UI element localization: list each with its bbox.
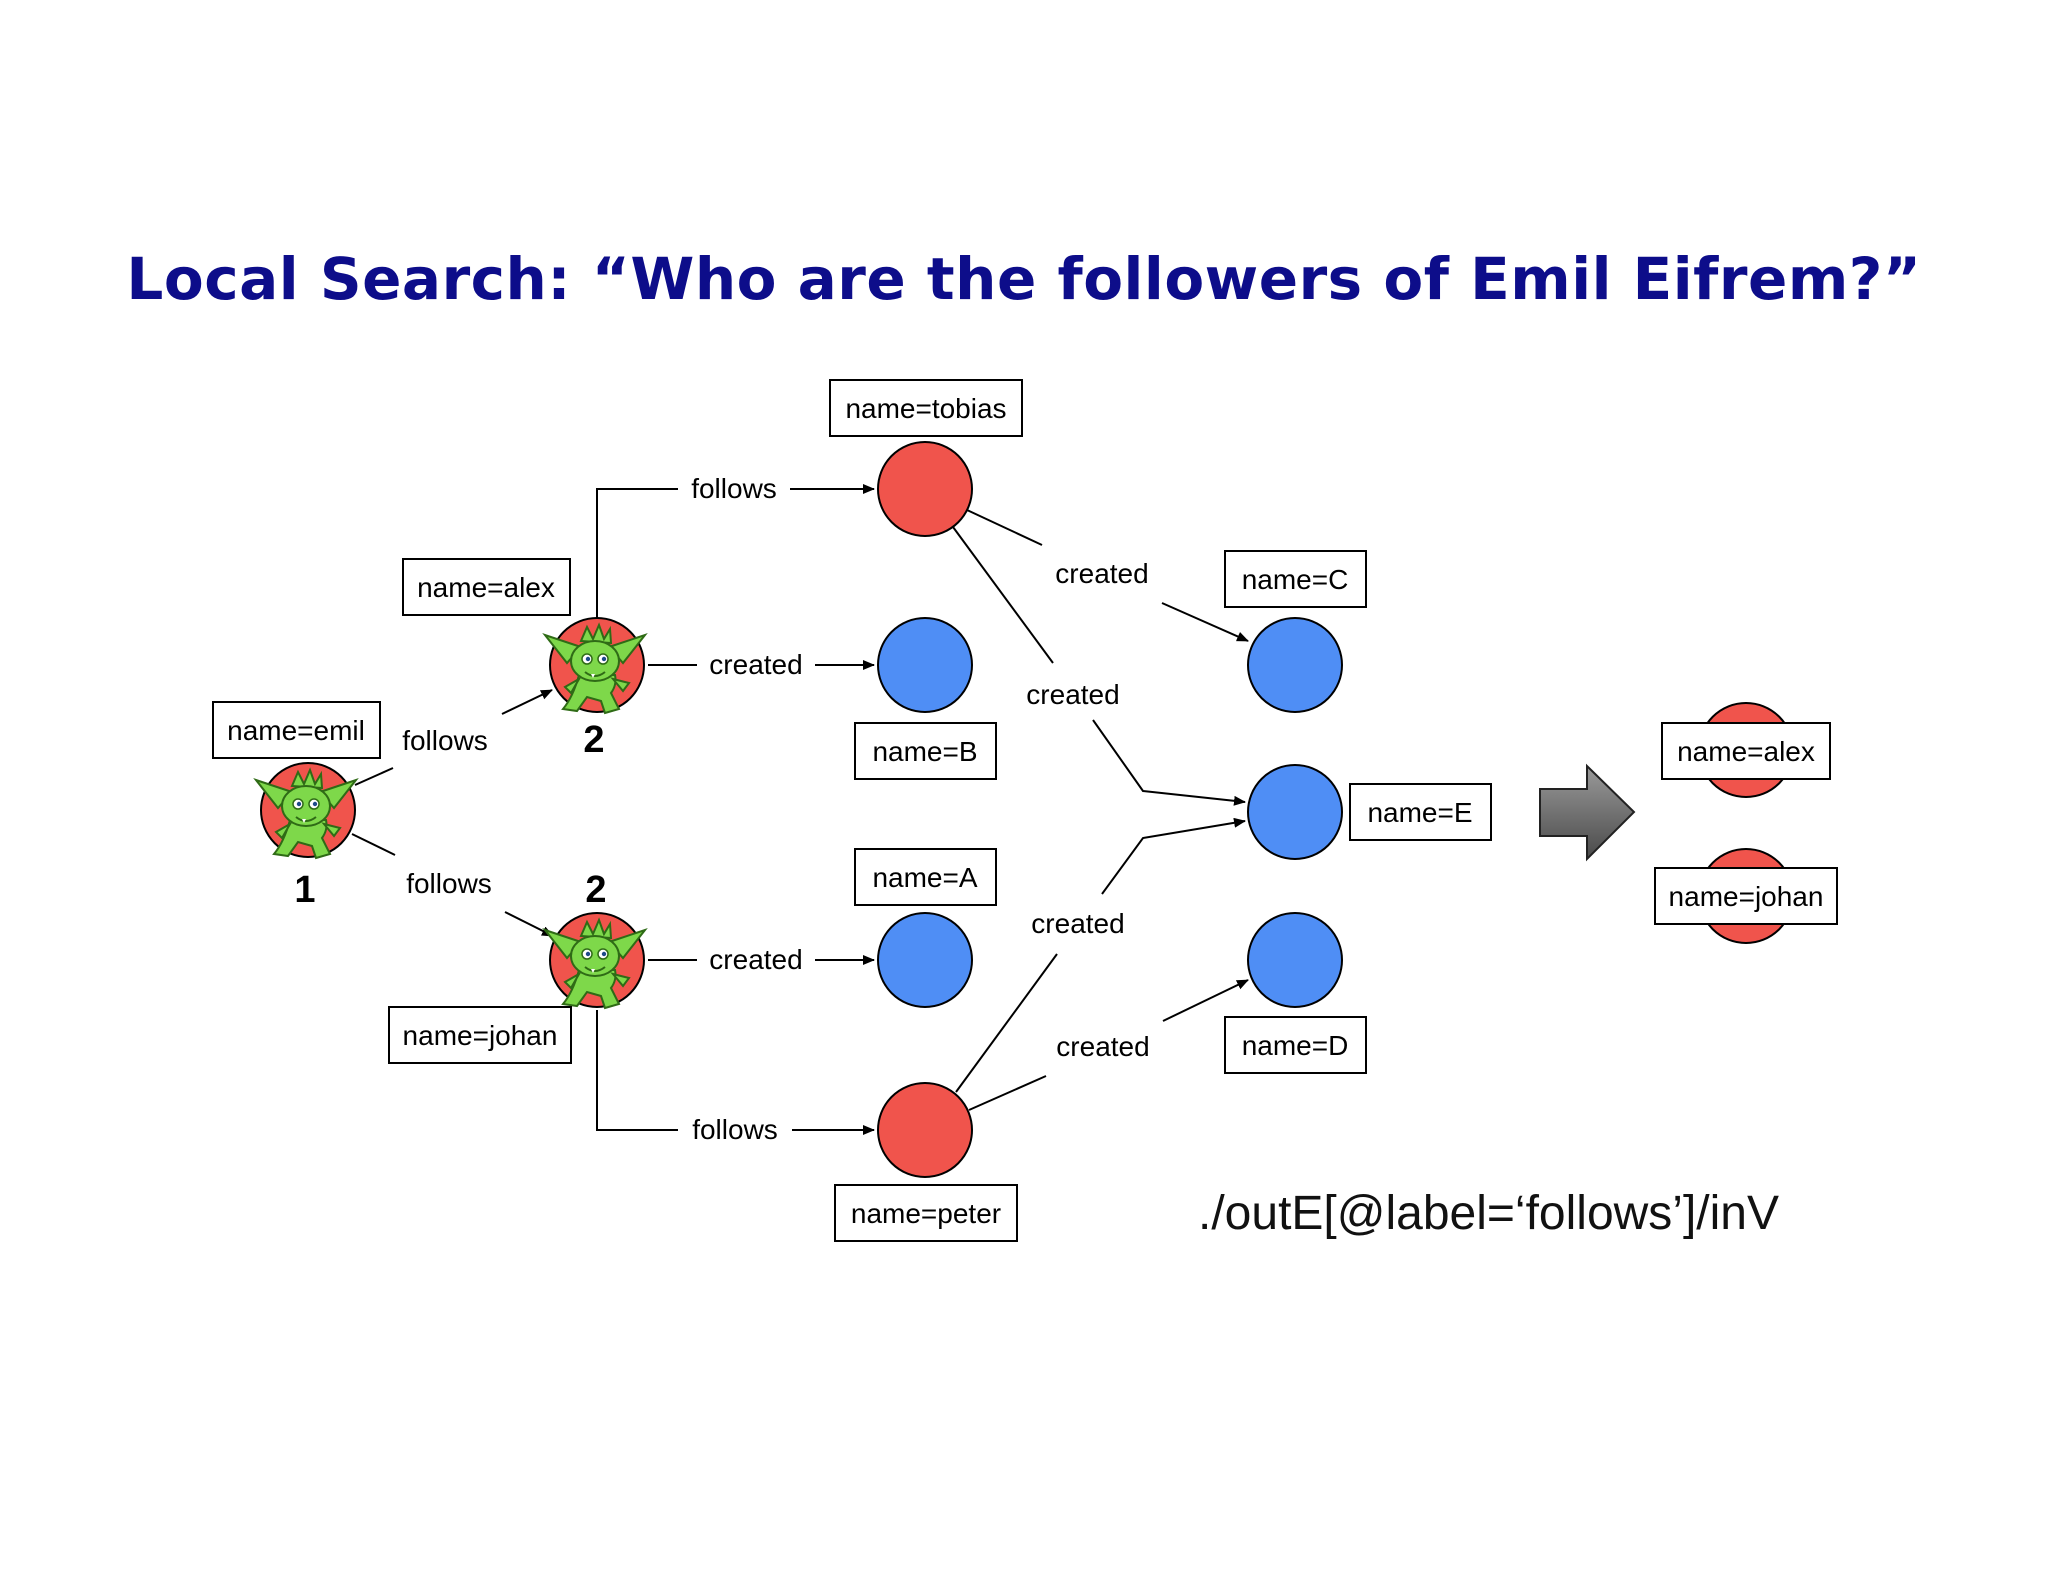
gremlin-query: ./outE[@label=‘follows’]/inV — [1198, 1187, 1780, 1240]
svg-text:name=johan: name=johan — [1669, 881, 1824, 912]
vertex-C — [1247, 617, 1343, 713]
step-number-2-johan: 2 — [585, 869, 606, 911]
edge-emil-alex — [354, 689, 553, 786]
edge-label-tobias-C: created — [1055, 558, 1148, 589]
step-number-1: 1 — [294, 869, 315, 911]
edge-label-johan-peter: follows — [692, 1114, 778, 1145]
edge-label-emil-johan: follows — [406, 868, 492, 899]
label-E: name=E — [1349, 783, 1492, 841]
label-johan: name=johan — [388, 1006, 572, 1064]
svg-text:name=E: name=E — [1367, 797, 1472, 828]
label-tobias: name=tobias — [829, 379, 1023, 437]
edge-label-peter-D: created — [1056, 1031, 1149, 1062]
vertex-tobias — [877, 441, 973, 537]
edge-label-johan-A: created — [709, 944, 802, 975]
vertex-B — [877, 617, 973, 713]
label-peter: name=peter — [834, 1184, 1018, 1242]
svg-text:name=alex: name=alex — [1677, 736, 1815, 767]
right-arrow-icon — [1539, 763, 1636, 862]
edge-label-peter-E: created — [1031, 908, 1124, 939]
vertex-D — [1247, 912, 1343, 1008]
result-alex: name=alex — [1661, 702, 1831, 798]
svg-text:name=alex: name=alex — [417, 572, 555, 603]
vertex-emil — [255, 762, 357, 859]
label-A: name=A — [854, 848, 997, 906]
edge-label-emil-alex: follows — [402, 725, 488, 756]
vertex-E — [1247, 764, 1343, 860]
edge-alex-tobias — [596, 484, 875, 618]
label-B: name=B — [854, 722, 997, 780]
svg-text:name=B: name=B — [872, 736, 977, 767]
vertex-johan — [544, 912, 646, 1009]
edge-label-alex-tobias: follows — [691, 473, 777, 504]
label-emil: name=emil — [212, 701, 381, 759]
label-C: name=C — [1224, 550, 1367, 608]
label-D: name=D — [1224, 1016, 1367, 1074]
vertex-alex — [544, 617, 646, 714]
slide-title: Local Search: “Who are the followers of … — [126, 245, 1922, 313]
result-johan: name=johan — [1654, 848, 1838, 944]
edge-tobias-C — [966, 509, 1249, 642]
vertex-A — [877, 912, 973, 1008]
svg-text:name=D: name=D — [1242, 1030, 1349, 1061]
edge-johan-peter — [596, 1010, 875, 1135]
label-alex: name=alex — [402, 558, 571, 616]
step-number-2-alex: 2 — [583, 719, 604, 761]
edge-tobias-E — [952, 526, 1246, 806]
svg-text:name=tobias: name=tobias — [845, 393, 1006, 424]
edge-emil-johan — [351, 833, 554, 937]
vertex-peter — [877, 1082, 973, 1178]
svg-text:name=johan: name=johan — [403, 1020, 558, 1051]
edge-peter-D — [968, 979, 1249, 1111]
svg-text:name=A: name=A — [872, 862, 977, 893]
edge-label-tobias-E: created — [1026, 679, 1119, 710]
svg-text:name=emil: name=emil — [227, 715, 365, 746]
svg-text:name=C: name=C — [1242, 564, 1349, 595]
svg-text:name=peter: name=peter — [851, 1198, 1001, 1229]
edge-peter-E — [955, 817, 1246, 1093]
edge-label-alex-B: created — [709, 649, 802, 680]
